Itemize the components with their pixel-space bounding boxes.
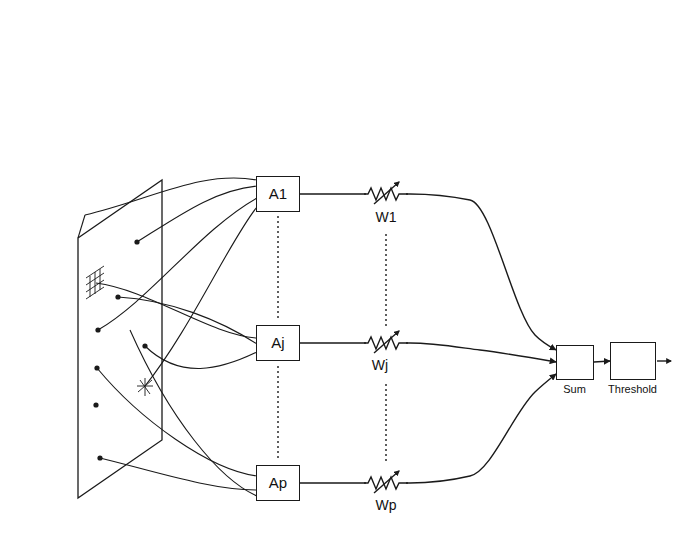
- connection-wires: [78, 178, 257, 496]
- threshold-unit: Threshold: [610, 342, 656, 380]
- signal-connector: [594, 361, 610, 362]
- resistor-symbol: [364, 331, 408, 353]
- weight-label: W1: [374, 210, 399, 225]
- weight-label: Wp: [374, 498, 399, 513]
- unit-label: Ap: [269, 475, 287, 492]
- unit-label: A1: [269, 186, 287, 203]
- retina-grid: [86, 266, 104, 299]
- retina-mark: [137, 378, 153, 396]
- sum-unit: Sum: [556, 345, 594, 380]
- unit-label: Aj: [271, 335, 284, 352]
- retina-points: [93, 239, 147, 460]
- signal-connector: [300, 374, 556, 483]
- weight-label: Wj: [370, 358, 390, 373]
- association-unit: A1: [256, 176, 300, 212]
- association-unit: Aj: [256, 325, 300, 361]
- unit-caption: Sum: [563, 383, 586, 395]
- resistor-symbol: [364, 182, 408, 204]
- association-unit: Ap: [256, 465, 300, 501]
- unit-caption: Threshold: [608, 383, 657, 395]
- resistor-symbol: [364, 471, 408, 493]
- signal-connector: [300, 343, 556, 362]
- signal-connector: [300, 194, 556, 350]
- retina-plane: [78, 180, 162, 498]
- output-arrow: [657, 360, 671, 361]
